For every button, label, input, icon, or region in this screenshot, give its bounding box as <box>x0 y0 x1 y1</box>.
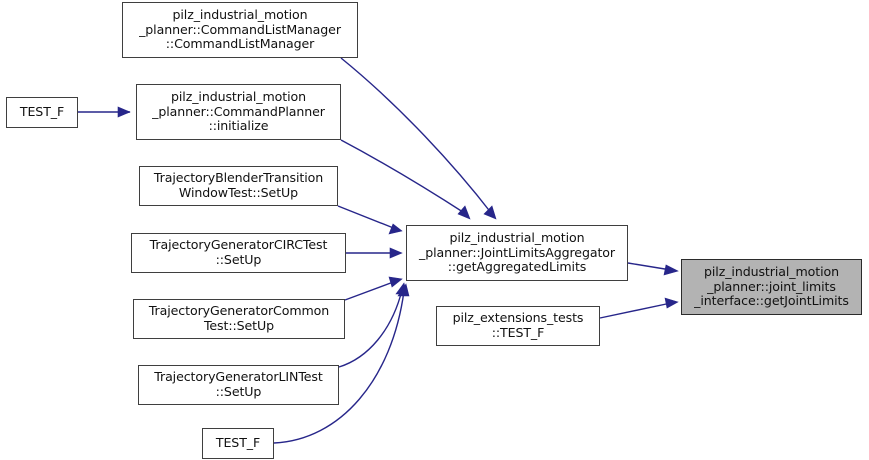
graph-node-joint_limits_interface_get_joint_limits[interactable]: pilz_industrial_motion _planner::joint_l… <box>681 259 862 315</box>
graph-node-label: TrajectoryGeneratorCIRCTest ::SetUp <box>149 237 328 267</box>
graph-node-trajectory_generator_lin_test_setup[interactable]: TrajectoryGeneratorLINTest ::SetUp <box>138 365 339 405</box>
edge-line <box>599 302 672 319</box>
graph-node-label: pilz_industrial_motion _planner::Command… <box>139 7 341 52</box>
graph-node-label: pilz_industrial_motion _planner::Command… <box>152 89 325 134</box>
graph-node-command_planner_initialize[interactable]: pilz_industrial_motion _planner::Command… <box>136 84 341 140</box>
edge-pilz_extensions_tests-to-joint_limits_interface <box>599 297 679 319</box>
arrowhead-icon <box>664 297 679 309</box>
arrowhead-icon <box>389 247 403 259</box>
arrowhead-icon <box>388 276 403 288</box>
graph-node-label: pilz_industrial_motion _planner::JointLi… <box>419 230 615 275</box>
graph-node-trajectory_blender_transition_window_test_setup[interactable]: TrajectoryBlenderTransition WindowTest::… <box>139 166 338 206</box>
graph-node-label: TrajectoryGeneratorCommon Test::SetUp <box>148 303 330 333</box>
arrowhead-icon <box>117 106 131 118</box>
graph-node-test_f_bottom[interactable]: TEST_F <box>202 428 274 459</box>
graph-node-label: TEST_F <box>215 435 261 451</box>
edge-line <box>344 280 397 301</box>
edge-common-to-aggregator <box>344 276 403 301</box>
graph-node-pilz_extensions_tests_test_f[interactable]: pilz_extensions_tests ::TEST_F <box>436 306 600 346</box>
edge-circ-to-aggregator <box>346 247 403 259</box>
arrowhead-icon <box>397 283 410 297</box>
arrowhead-icon <box>663 264 679 276</box>
edge-line <box>338 289 403 368</box>
arrowhead-icon <box>388 223 403 235</box>
edge-line <box>337 205 397 230</box>
edge-aggregator-to-joint_limits_interface <box>627 262 679 276</box>
arrowhead-icon <box>483 205 497 220</box>
graph-node-label: TrajectoryGeneratorLINTest ::SetUp <box>154 369 323 399</box>
graph-node-label: TrajectoryBlenderTransition WindowTest::… <box>153 170 324 200</box>
edge-line <box>340 57 493 215</box>
edge-test_f_left-to-command_planner_initialize <box>78 106 131 118</box>
graph-node-label: pilz_industrial_motion _planner::joint_l… <box>694 264 849 309</box>
edge-line <box>273 290 405 444</box>
edge-blender-to-aggregator <box>337 205 403 235</box>
edge-test_f_bottom-to-aggregator <box>273 283 410 444</box>
edge-line <box>340 139 467 215</box>
graph-node-label: TEST_F <box>19 104 65 120</box>
graph-node-label: pilz_extensions_tests ::TEST_F <box>452 310 584 340</box>
edge-line <box>627 262 672 271</box>
graph-node-test_f_left[interactable]: TEST_F <box>6 97 78 128</box>
edge-command_list_manager_ctor-to-aggregator <box>340 57 497 220</box>
edge-command_planner_initialize-to-aggregator <box>340 139 471 220</box>
graph-node-trajectory_generator_circ_test_setup[interactable]: TrajectoryGeneratorCIRCTest ::SetUp <box>131 233 346 273</box>
graph-node-command_list_manager_ctor[interactable]: pilz_industrial_motion _planner::Command… <box>122 2 358 58</box>
graph-node-joint_limits_aggregator_get_aggregated_limits[interactable]: pilz_industrial_motion _planner::JointLi… <box>406 225 628 281</box>
arrowhead-icon <box>457 205 471 220</box>
graph-node-trajectory_generator_common_test_setup[interactable]: TrajectoryGeneratorCommon Test::SetUp <box>133 299 345 339</box>
